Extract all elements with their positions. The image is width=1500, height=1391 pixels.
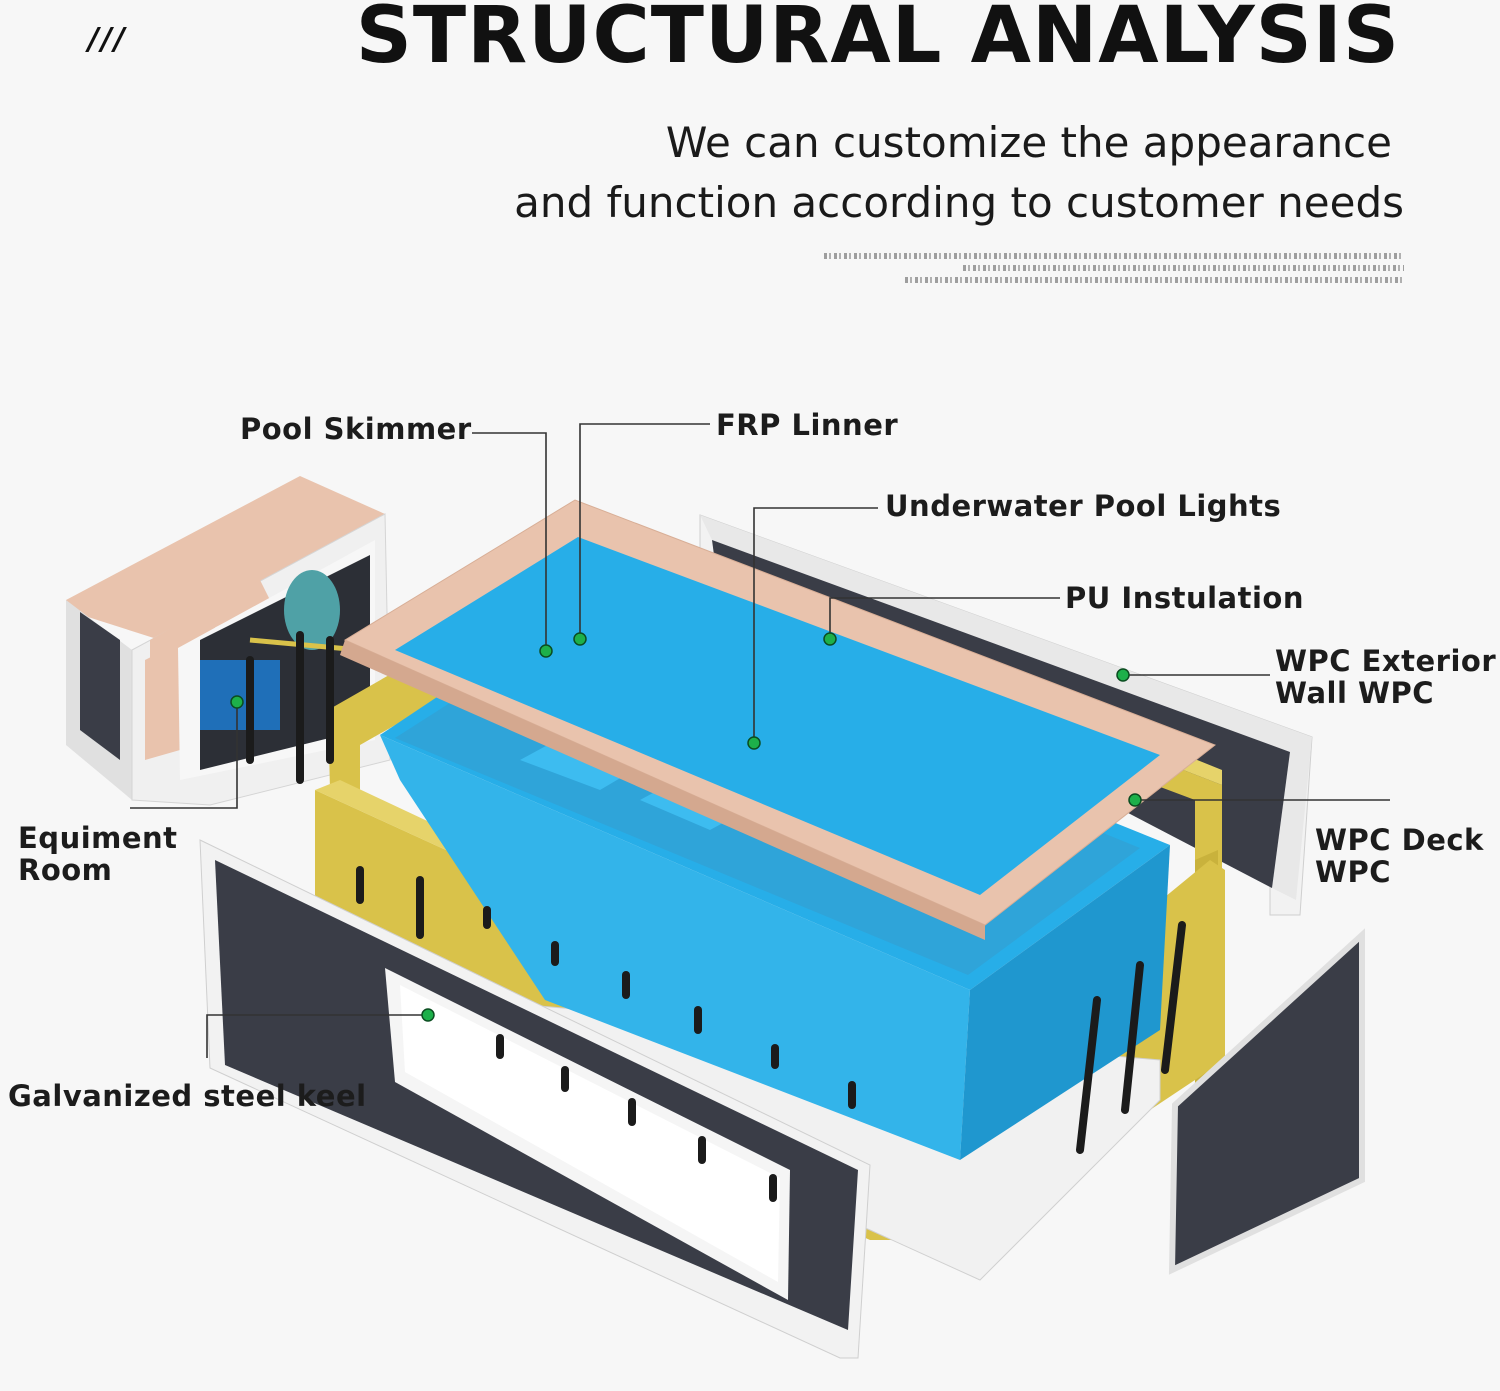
label-wpc-exterior-line-1: WPC Exterior [1275,644,1497,678]
label-pool-skimmer: Pool Skimmer [240,412,472,446]
wpc-exterior-wall-end [1168,928,1365,1275]
label-equipment-room: Equiment Room [18,822,178,886]
wpc-exterior-wall-front [199,839,871,1359]
label-steel-keel: Galvanized steel keel [8,1079,367,1113]
label-wpc-deck-line-2: WPC [1315,855,1392,889]
marker-wpc-deck [1128,793,1142,807]
label-wpc-exterior-line-2: Wall WPC [1275,676,1435,710]
leader-lines [130,423,1390,1058]
marker-wpc-exterior [1116,668,1130,682]
marker-frp-linner [573,632,587,646]
decor-slashes: /// [88,22,127,57]
label-frp-linner: FRP Linner [716,408,899,442]
equipment-room [66,476,391,806]
page-subtitle: We can customize the appearance and func… [514,113,1404,233]
label-wpc-deck-line-1: WPC Deck [1315,823,1484,857]
marker-equipment-room [230,695,244,709]
marker-steel-keel [421,1008,435,1022]
marker-pu-insulation [823,632,837,646]
fine-print-decoration [824,253,1404,289]
label-equipment-room-line-2: Room [18,853,113,887]
label-underwater-lights: Underwater Pool Lights [885,489,1282,523]
label-wpc-exterior-wall: WPC Exterior Wall WPC [1275,645,1496,709]
subtitle-line-2: and function according to customer needs [514,178,1404,227]
page-title: STRUCTURAL ANALYSIS [355,0,1400,81]
label-wpc-deck: WPC Deck WPC [1315,824,1484,888]
marker-underwater-lights [747,736,761,750]
marker-dots [230,632,1142,1022]
marker-pool-skimmer [539,644,553,658]
label-pu-insulation: PU Instulation [1065,581,1304,615]
subtitle-line-1: We can customize the appearance [665,118,1392,167]
label-equipment-room-line-1: Equiment [18,821,178,855]
wpc-deck-frame [340,499,1217,940]
steel-keel [246,631,1186,1202]
